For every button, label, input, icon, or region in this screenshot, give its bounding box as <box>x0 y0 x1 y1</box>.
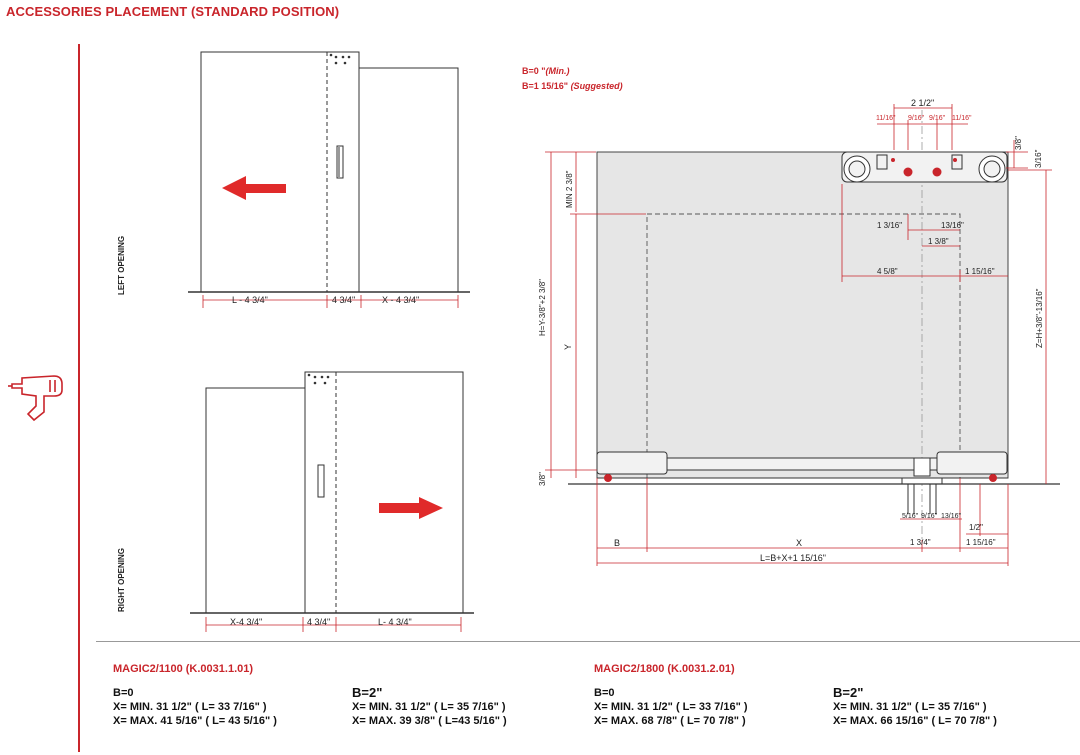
drill-icon <box>8 375 63 422</box>
dim-3-16: 3/16" <box>1034 149 1043 168</box>
model-2-b0-spec: B=0 X= MIN. 31 1/2" ( L= 33 7/16" ) X= M… <box>594 687 748 727</box>
dim-1-3-4: 1 3/4" <box>910 538 931 547</box>
dim-9-16-left: 9/16" <box>908 115 925 122</box>
page-title: ACCESSORIES PLACEMENT (STANDARD POSITION… <box>6 4 340 19</box>
dim-13-16-bottom: 13/16" <box>941 513 962 520</box>
dim-4-5-8: 4 5/8" <box>877 267 898 276</box>
left-dim-2: 4 3/4" <box>332 295 356 305</box>
dim-1-2: 1/2" <box>969 523 983 532</box>
dim-3-8-top: 3/8" <box>1014 136 1023 150</box>
dim-13-16: 13/16" <box>941 221 964 230</box>
model-2-b2-spec: B=2" X= MIN. 31 1/2" ( L= 35 7/16" ) X= … <box>833 685 997 728</box>
dim-l-formula: L=B+X+1 15/16" <box>760 553 827 563</box>
dim-x: X <box>796 538 803 548</box>
left-dim-3: X - 4 3/4" <box>382 295 420 305</box>
arrow-right-icon <box>379 497 443 519</box>
dim-9-16-right: 9/16" <box>929 115 946 122</box>
dim-1-3-8: 1 3/8" <box>928 237 949 246</box>
b-suggested-note: B=1 15/16" (Suggested) <box>522 81 623 91</box>
right-dim-2: 4 3/4" <box>307 617 331 627</box>
model-1-b2-spec: B=2" X= MIN. 31 1/2" ( L= 35 7/16" ) X= … <box>352 685 507 728</box>
right-dim-1: X-4 3/4" <box>230 617 263 627</box>
dim-h-formula: H=Y-3/8"+2 3/8" <box>538 279 547 336</box>
dim-min-2-3-8: MIN 2 3/8" <box>565 170 574 208</box>
dim-9-16-bottom: 9/16" <box>921 513 938 520</box>
dim-5-16: 5/16" <box>902 513 919 520</box>
dim-b: B <box>614 538 621 548</box>
dim-3-8-bottom: 3/8" <box>538 472 547 486</box>
arrow-left-icon <box>222 176 286 200</box>
dim-1-3-16: 1 3/16" <box>877 221 903 230</box>
red-divider <box>78 44 80 752</box>
b-min-note: B=0 "(Min.) <box>522 66 570 76</box>
dim-1-15-16-bottom: 1 15/16" <box>966 538 996 547</box>
horizontal-divider <box>96 641 1080 642</box>
dim-2-1-2: 2 1/2" <box>911 98 935 108</box>
main-technical-drawing <box>545 104 1060 566</box>
dim-z-formula: Z=H+3/8"-13/16" <box>1035 288 1044 349</box>
dim-1-15-16-mid: 1 15/16" <box>965 267 995 276</box>
model-1-name: MAGIC2/1100 (K.0031.1.01) <box>113 663 254 675</box>
model-1-b0-spec: B=0 X= MIN. 31 1/2" ( L= 33 7/16" ) X= M… <box>113 687 277 727</box>
dim-11-16-left: 11/16" <box>876 115 896 122</box>
model-2-name: MAGIC2/1800 (K.0031.2.01) <box>594 663 735 675</box>
right-dim-3: L- 4 3/4" <box>378 617 412 627</box>
left-dim-1: L - 4 3/4" <box>232 295 268 305</box>
dim-y: Y <box>563 343 573 350</box>
left-opening-diagram <box>188 51 470 308</box>
dim-11-16-right: 11/16" <box>952 115 972 122</box>
right-opening-diagram <box>190 371 474 632</box>
